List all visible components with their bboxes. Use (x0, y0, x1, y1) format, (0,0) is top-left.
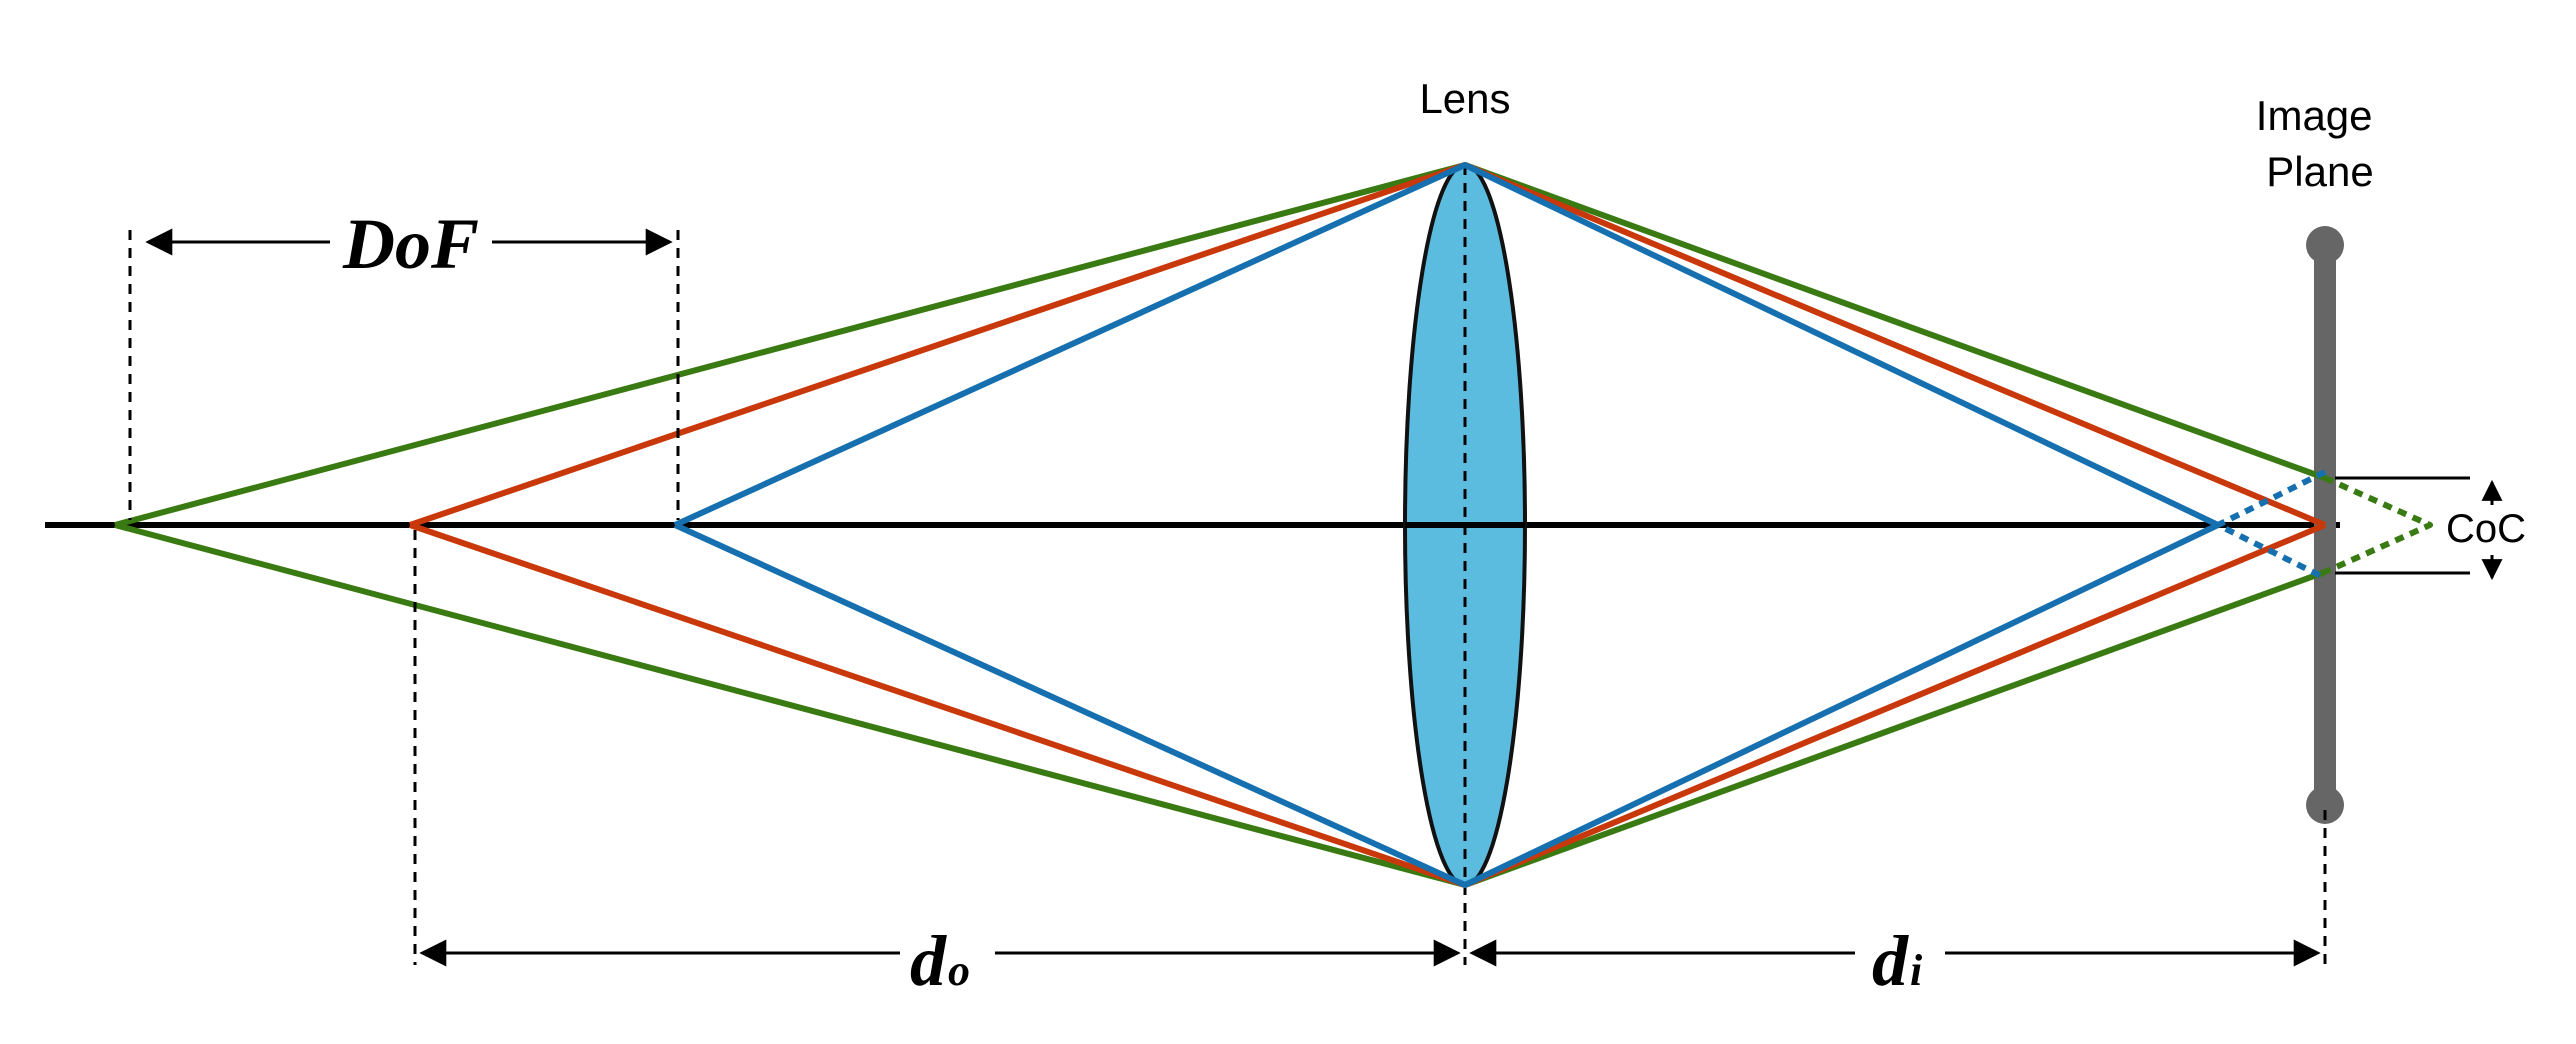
blue-rays (673, 162, 2327, 888)
green-ray-virtual (2323, 475, 2433, 575)
image-plane-label: Image Plane (2256, 92, 2384, 195)
di-label: di (1872, 921, 1923, 1001)
blue-ray-bottom (673, 522, 2220, 888)
blue-ray-virtual (2215, 469, 2327, 581)
lens-label: Lens (1419, 75, 1510, 122)
dof-label: DoF (342, 204, 479, 284)
red-ray-bottom (409, 522, 2327, 888)
image-plane-bottom-knob (2306, 786, 2344, 824)
green-ray-bottom (114, 522, 2327, 888)
image-plane-top-knob (2306, 226, 2344, 264)
red-ray-top (409, 162, 2327, 528)
coc-label: CoC (2446, 507, 2526, 551)
do-label: do (910, 921, 970, 1001)
blue-ray-top (673, 162, 2220, 528)
